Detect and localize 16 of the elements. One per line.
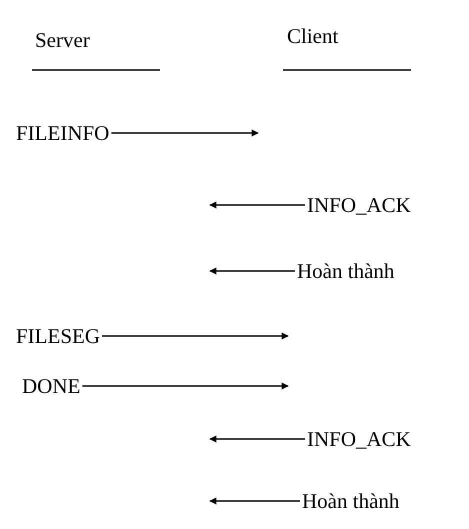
column-heading: Client <box>287 24 338 48</box>
column-heading: Server <box>35 28 90 52</box>
message-label: INFO_ACK <box>307 193 411 217</box>
message-label: Hoàn thành <box>302 489 400 513</box>
message-label: DONE <box>22 374 80 398</box>
arrow <box>209 202 305 208</box>
arrow <box>209 436 305 442</box>
message-label: FILEINFO <box>16 121 110 145</box>
message-label: Hoàn thành <box>297 259 394 283</box>
arrow <box>102 332 289 340</box>
arrow <box>82 382 289 390</box>
arrow <box>209 268 295 274</box>
message-label: INFO_ACK <box>307 427 411 451</box>
arrow <box>209 498 300 504</box>
arrow <box>111 130 259 136</box>
message-label: FILESEG <box>16 324 100 348</box>
